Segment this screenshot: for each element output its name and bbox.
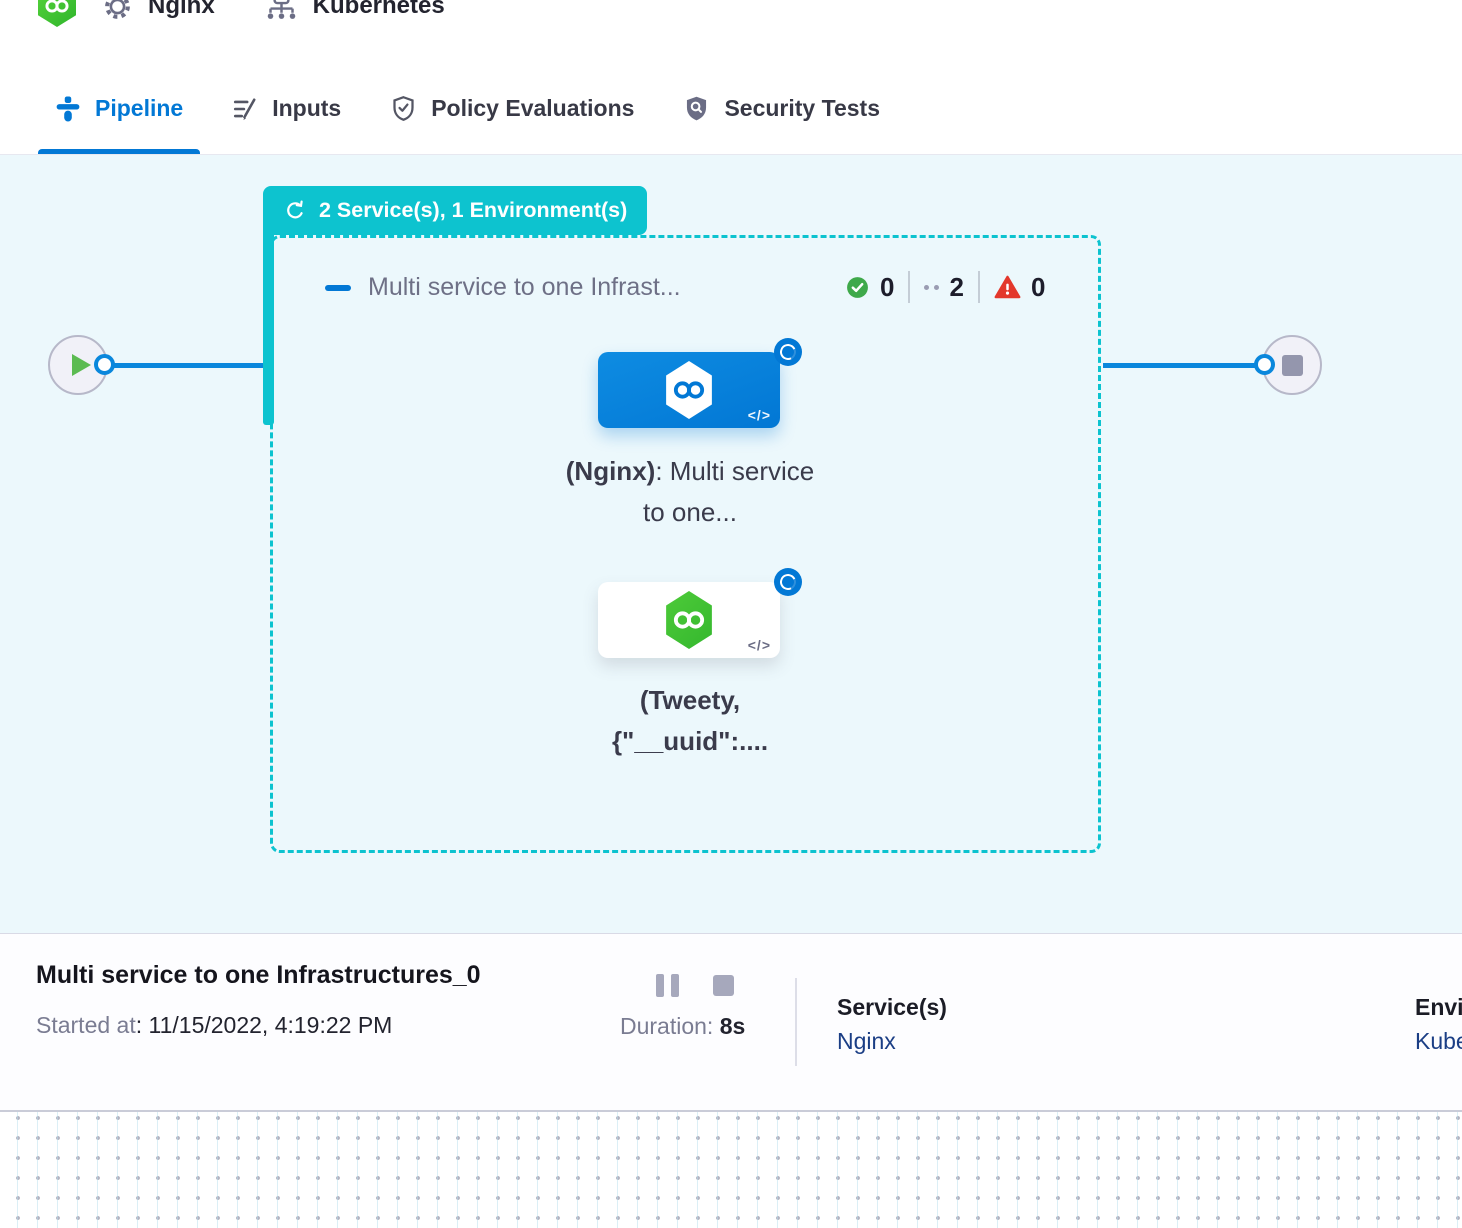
edge-connector-dot: [1254, 354, 1275, 375]
node-label-nginx-rest: : Multi service to one...: [643, 456, 815, 527]
node-label-tweety: (Tweety, {"__uuid":....: [560, 680, 820, 762]
execution-tabbar: Pipeline Inputs Policy Evaluations: [0, 63, 1462, 155]
loop-refresh-icon: [283, 199, 307, 223]
edge-stage-to-end: [1103, 363, 1265, 368]
started-at-value: : 11/15/2022, 4:19:22 PM: [135, 1012, 393, 1038]
services-value-link[interactable]: Nginx: [837, 1028, 896, 1054]
infinity-glyph: [45, 0, 69, 13]
tab-inputs[interactable]: Inputs: [215, 63, 358, 154]
tab-policy-evaluations-label: Policy Evaluations: [431, 95, 635, 121]
services-label: Service(s): [837, 994, 947, 1020]
infobar-divider: [795, 978, 797, 1066]
execution-infobar: Multi service to one Infrastructures_0 S…: [0, 933, 1462, 1112]
pipeline-node-tweety[interactable]: </>: [598, 568, 802, 658]
tab-security-tests-label: Security Tests: [724, 95, 880, 121]
pending-count: 2: [949, 271, 964, 302]
cluster-icon: [265, 0, 298, 23]
security-shield-scan-icon: [683, 95, 710, 122]
stage-group-leftbar: [263, 235, 274, 425]
inputs-icon: [232, 96, 258, 122]
node-label-nginx-bold: (Nginx): [565, 456, 656, 486]
environments-value-link[interactable]: Kubernetes: [1415, 1028, 1462, 1054]
tab-inputs-label: Inputs: [272, 95, 342, 121]
node-label-tweety-bold: (Tweety, {"__uuid":....: [611, 685, 769, 756]
pipeline-canvas[interactable]: 2 Service(s), 1 Environment(s) Multi ser…: [0, 155, 1462, 933]
breadcrumb-service-label: Nginx: [148, 0, 215, 19]
environments-label: Environment(s): [1415, 994, 1462, 1020]
breadcrumb-bar: Nginx Kubernetes: [0, 0, 1462, 64]
success-count: 0: [880, 271, 895, 302]
stage-group-dashed-box: [270, 235, 1101, 853]
started-at-label: Started at: [36, 1012, 136, 1038]
breadcrumb-environment-label: Kubernetes: [312, 0, 445, 19]
edge-connector-dot: [94, 354, 115, 375]
warning-triangle-icon: [994, 274, 1021, 301]
running-spinner-icon: [774, 568, 802, 596]
node-label-nginx: (Nginx): Multi service to one...: [560, 451, 820, 533]
status-divider: [908, 271, 911, 303]
tab-pipeline[interactable]: Pipeline: [38, 63, 201, 154]
code-icon: </>: [747, 407, 771, 423]
harness-hexagon-icon: [666, 591, 712, 649]
log-console-grid-area[interactable]: [0, 1112, 1462, 1228]
collapse-stage-icon[interactable]: [325, 285, 351, 291]
execution-title: Multi service to one Infrastructures_0: [36, 961, 481, 989]
breadcrumb-service[interactable]: Nginx: [102, 0, 215, 22]
pipeline-icon: [55, 96, 81, 122]
running-spinner-icon: [774, 338, 802, 366]
duration-label: Duration:: [620, 1013, 714, 1039]
stop-icon: [1281, 354, 1303, 376]
duration-row: Duration: 8s: [620, 1013, 745, 1040]
failed-count: 0: [1030, 271, 1046, 302]
pending-dots-icon: [924, 284, 940, 290]
policy-shield-check-icon: [390, 95, 417, 122]
pause-button[interactable]: [656, 974, 679, 997]
stage-group-badge-label: 2 Service(s), 1 Environment(s): [319, 198, 628, 222]
gear-icon: [102, 0, 133, 22]
started-at-row: Started at: 11/15/2022, 4:19:22 PM: [36, 1012, 392, 1039]
tab-pipeline-label: Pipeline: [95, 95, 184, 121]
pipeline-node-nginx[interactable]: </>: [598, 338, 802, 428]
abort-button[interactable]: [713, 975, 734, 996]
stage-group-badge[interactable]: 2 Service(s), 1 Environment(s): [263, 186, 648, 235]
breadcrumb: Nginx Kubernetes: [38, 0, 445, 29]
tab-policy-evaluations[interactable]: Policy Evaluations: [373, 63, 651, 154]
play-icon: [72, 354, 91, 376]
breadcrumb-environment[interactable]: Kubernetes: [265, 0, 445, 23]
code-icon: </>: [747, 637, 771, 653]
success-check-icon: [845, 275, 870, 300]
status-divider: [977, 271, 980, 303]
duration-value: 8s: [719, 1013, 746, 1039]
stage-title[interactable]: Multi service to one Infrast...: [368, 273, 681, 301]
stage-status-counts: 0 2 0: [845, 271, 1045, 303]
harness-logo-icon[interactable]: [38, 0, 76, 27]
tab-security-tests[interactable]: Security Tests: [666, 63, 897, 154]
edge-start-to-stage: [106, 363, 264, 368]
